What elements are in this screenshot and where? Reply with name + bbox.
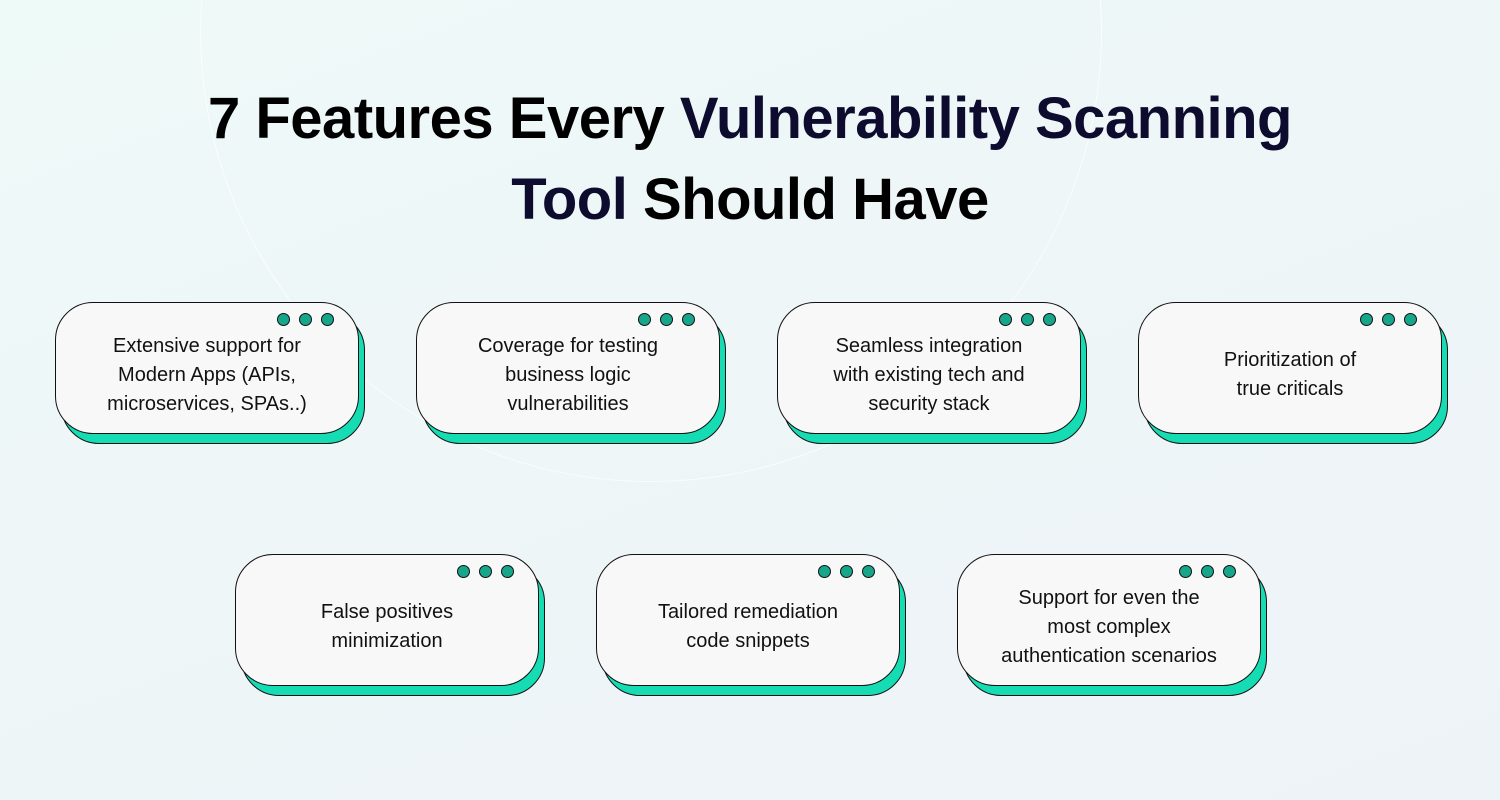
card-text-line: Tailored remediation <box>657 601 839 623</box>
card-text: Support for even the most complex authenti… <box>981 584 1237 671</box>
title-accent: Vulnerability Scanning <box>679 86 1293 151</box>
page-title: 7 Features Every Vulnerability Scanning … <box>0 78 1500 240</box>
card-text-line: true criticals <box>1236 378 1344 400</box>
card-text: Coverage for testing business logic vulner… <box>458 332 678 419</box>
card-text-line: business logic <box>505 363 631 386</box>
dot-icon <box>277 313 290 326</box>
dot-icon <box>660 313 673 326</box>
card-body: Coverage for testing business logic vulner… <box>416 302 720 434</box>
card-text-line: minimization <box>331 630 443 652</box>
card-text-line: security stack <box>868 392 990 415</box>
card-body: False positives minimization <box>235 554 539 686</box>
title-suffix: Should Have <box>627 167 989 232</box>
window-dots-icon <box>818 565 875 578</box>
card-text-line: Coverage for testing <box>477 334 659 357</box>
window-dots-icon <box>277 313 334 326</box>
dot-icon <box>862 565 875 578</box>
title-line-2: Tool Should Have <box>0 159 1500 240</box>
title-line-1: 7 Features Every Vulnerability Scanning <box>0 78 1500 159</box>
window-dots-icon <box>638 313 695 326</box>
feature-card: Seamless integration with existing tech a… <box>777 302 1087 444</box>
card-text-line: Support for even the <box>1018 586 1200 609</box>
dot-icon <box>321 313 334 326</box>
card-text-line: code snippets <box>686 630 810 652</box>
card-body: Tailored remediation code snippets <box>596 554 900 686</box>
card-body: Prioritization of true criticals <box>1138 302 1442 434</box>
card-text: Prioritization of true criticals <box>1204 346 1376 404</box>
dot-icon <box>457 565 470 578</box>
dot-icon <box>1021 313 1034 326</box>
dot-icon <box>1201 565 1214 578</box>
dot-icon <box>999 313 1012 326</box>
window-dots-icon <box>1360 313 1417 326</box>
dot-icon <box>1382 313 1395 326</box>
card-text-line: Prioritization of <box>1223 349 1357 371</box>
feature-card: Support for even the most complex authenti… <box>957 554 1267 696</box>
card-text: Tailored remediation code snippets <box>638 598 858 656</box>
feature-card: False positives minimization <box>235 554 545 696</box>
card-text-line: Modern Apps (APIs, <box>118 363 296 386</box>
title-prefix: 7 Features Every <box>208 86 680 151</box>
dot-icon <box>682 313 695 326</box>
feature-card: Tailored remediation code snippets <box>596 554 906 696</box>
dot-icon <box>1360 313 1373 326</box>
card-text: False positives minimization <box>301 598 473 656</box>
card-text-line: vulnerabilities <box>507 392 629 415</box>
dot-icon <box>299 313 312 326</box>
dot-icon <box>1179 565 1192 578</box>
card-text-line: authentication scenarios <box>1001 644 1217 667</box>
dot-icon <box>638 313 651 326</box>
window-dots-icon <box>457 565 514 578</box>
dot-icon <box>840 565 853 578</box>
dot-icon <box>1043 313 1056 326</box>
window-dots-icon <box>999 313 1056 326</box>
feature-card: Prioritization of true criticals <box>1138 302 1448 444</box>
card-text-line: microservices, SPAs..) <box>107 392 307 415</box>
card-text-line: Seamless integration <box>835 334 1023 357</box>
card-body: Seamless integration with existing tech a… <box>777 302 1081 434</box>
dot-icon <box>1404 313 1417 326</box>
card-text-line: Extensive support for <box>113 334 301 357</box>
card-text: Seamless integration with existing tech a… <box>813 332 1044 419</box>
dot-icon <box>479 565 492 578</box>
dot-icon <box>501 565 514 578</box>
card-text-line: False positives <box>320 601 454 623</box>
card-text-line: most complex <box>1047 615 1171 638</box>
dot-icon <box>1223 565 1236 578</box>
title-accent-2: Tool <box>511 167 628 232</box>
card-body: Support for even the most complex authenti… <box>957 554 1261 686</box>
window-dots-icon <box>1179 565 1236 578</box>
dot-icon <box>818 565 831 578</box>
feature-card: Coverage for testing business logic vulner… <box>416 302 726 444</box>
card-text-line: with existing tech and <box>833 363 1025 386</box>
